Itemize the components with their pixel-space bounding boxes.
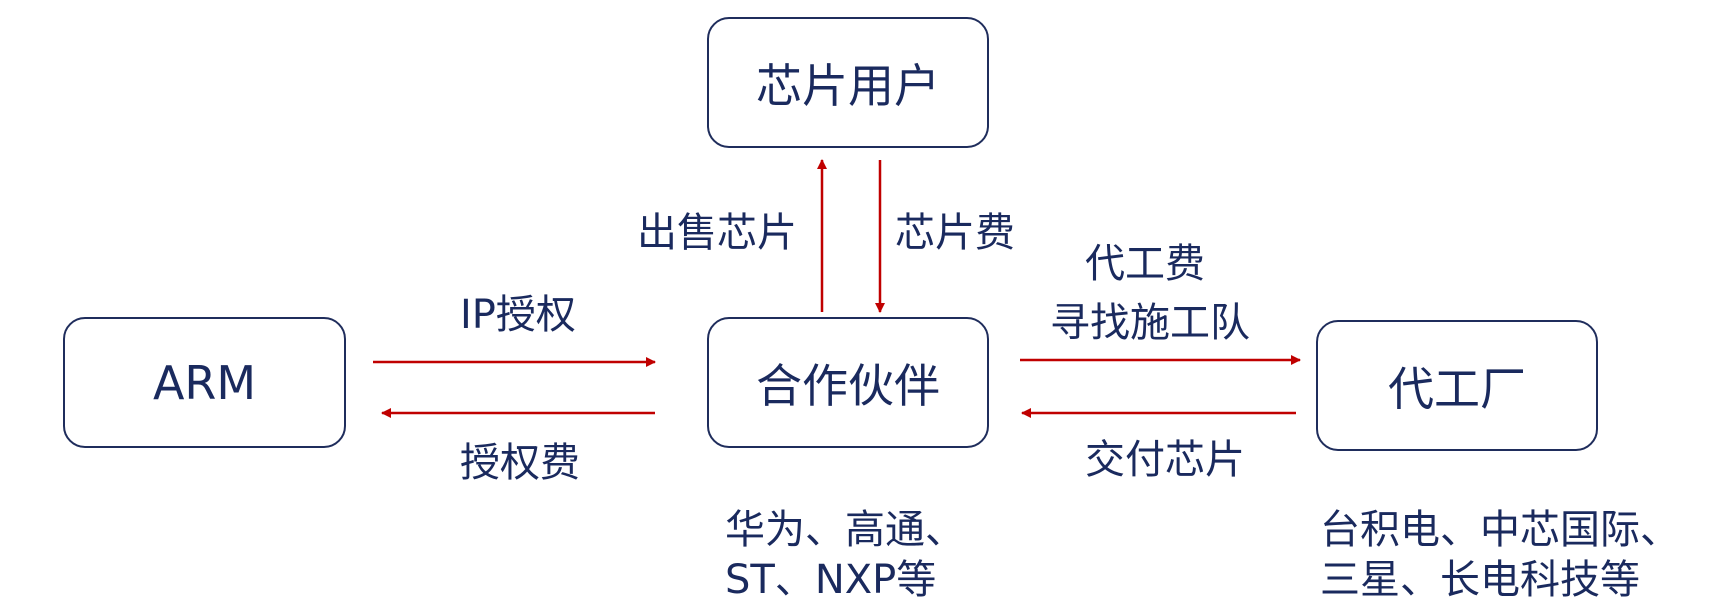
node-arm: ARM <box>63 317 346 448</box>
node-chip-user: 芯片用户 <box>707 17 989 148</box>
label-license-fee: 授权费 <box>460 440 580 486</box>
note-partner-examples: 华为、高通、 ST、NXP等 <box>725 505 965 605</box>
label-deliver-chip: 交付芯片 <box>1085 437 1245 483</box>
node-foundry: 代工厂 <box>1316 320 1598 451</box>
note-partner-line2: ST、NXP等 <box>725 557 937 603</box>
note-partner-line1: 华为、高通、 <box>725 507 965 553</box>
note-foundry-line2: 三星、长电科技等 <box>1320 557 1640 603</box>
label-foundry-fee-line2: 寻找施工队 <box>1050 300 1250 346</box>
label-chip-fee: 芯片费 <box>895 210 1015 256</box>
label-sell-chip: 出售芯片 <box>637 210 797 256</box>
label-ip-license: IP授权 <box>460 292 576 338</box>
label-foundry-fee-line1: 代工费 <box>1085 241 1205 287</box>
note-foundry-line1: 台积电、中芯国际、 <box>1320 507 1680 553</box>
node-partner: 合作伙伴 <box>707 317 989 448</box>
note-foundry-examples: 台积电、中芯国际、 三星、长电科技等 <box>1320 505 1680 605</box>
